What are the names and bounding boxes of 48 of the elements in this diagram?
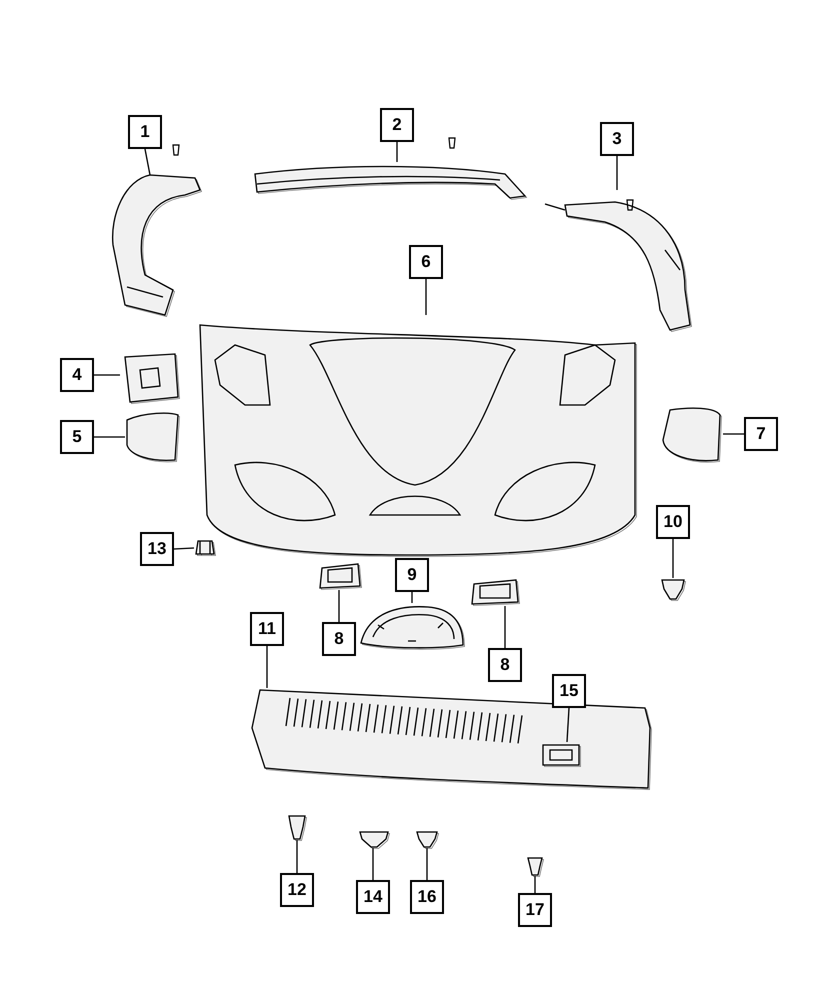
callout-number: 5	[60, 420, 94, 454]
callout-number: 8	[322, 622, 356, 656]
handle-drawing	[318, 562, 362, 590]
callout-number: 9	[395, 558, 429, 592]
leader-line	[672, 539, 674, 578]
leader-line	[94, 374, 120, 376]
clip-drawing	[415, 830, 439, 848]
leader-line	[396, 142, 398, 162]
leader-line	[144, 148, 151, 176]
leader-line	[174, 547, 194, 550]
cover-drawing	[125, 410, 180, 465]
callout-number: 16	[410, 880, 444, 914]
leader-line	[504, 606, 506, 648]
leader-line	[425, 279, 427, 315]
leader-line	[534, 876, 536, 893]
bezel-drawing	[540, 742, 582, 768]
clip-drawing	[358, 830, 390, 848]
callout-number: 10	[656, 505, 690, 539]
leader-line	[266, 646, 268, 688]
leader-line	[723, 433, 744, 435]
clip-drawing	[660, 578, 686, 600]
clip-drawing	[526, 856, 544, 876]
callout-number: 17	[518, 893, 552, 927]
callout-number: 3	[600, 122, 634, 156]
handle-drawing	[470, 578, 520, 606]
plug-drawing	[194, 538, 216, 558]
leader-line	[296, 840, 298, 873]
leader-line	[411, 592, 413, 603]
callout-number: 8	[488, 648, 522, 682]
callout-number: 2	[380, 108, 414, 142]
callout-number: 1	[128, 115, 162, 149]
leader-line	[338, 590, 340, 622]
callout-number: 4	[60, 358, 94, 392]
cover-drawing	[660, 405, 723, 465]
callout-number: 7	[744, 417, 778, 451]
callout-number: 6	[409, 245, 443, 279]
callout-number: 13	[140, 532, 174, 566]
clip-drawing	[287, 814, 307, 840]
callout-number: 14	[356, 880, 390, 914]
cover-drawing	[358, 603, 466, 651]
callout-number: 15	[552, 674, 586, 708]
leader-line	[372, 848, 374, 880]
leader-line	[616, 156, 618, 190]
leader-line	[566, 708, 570, 742]
callout-number: 12	[280, 873, 314, 907]
leader-line	[426, 848, 428, 880]
callout-number: 11	[250, 612, 284, 646]
leader-line	[94, 436, 125, 438]
